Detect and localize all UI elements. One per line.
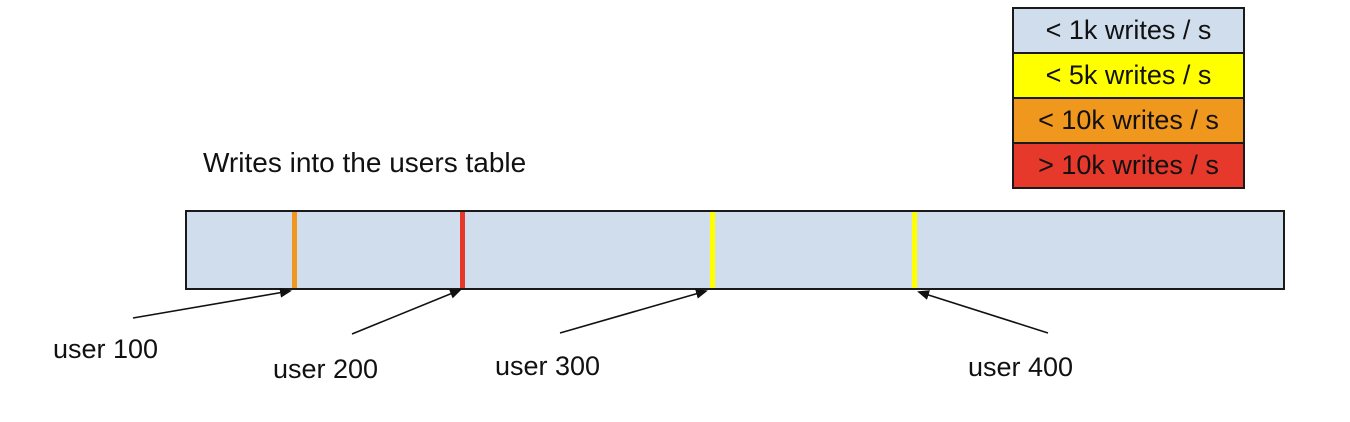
legend-item-lt-1k: < 1k writes / s (1012, 7, 1245, 54)
arrow-user-200 (351, 289, 462, 335)
diagram-title: Writes into the users table (203, 147, 527, 178)
legend-item-lt-10k: < 10k writes / s (1012, 97, 1245, 144)
legend-item-label: < 5k writes / s (1045, 60, 1212, 90)
marker-user-300 (710, 212, 715, 288)
marker-user-100 (292, 212, 297, 288)
arrow-user-100 (132, 287, 292, 319)
marker-user-400 (912, 212, 917, 288)
label-user-200: user 200 (273, 354, 379, 384)
label-user-400: user 400 (968, 352, 1074, 382)
legend-item-label: > 10k writes / s (1038, 150, 1219, 180)
arrow-user-300 (559, 288, 708, 334)
label-user-100: user 100 (53, 334, 159, 364)
legend-item-label: < 1k writes / s (1045, 15, 1212, 45)
legend-item-label: < 10k writes / s (1038, 105, 1219, 135)
users-table-bar (185, 210, 1285, 290)
marker-user-200 (460, 212, 465, 288)
legend-item-lt-5k: < 5k writes / s (1012, 52, 1245, 99)
label-user-300: user 300 (495, 351, 601, 381)
arrow-user-400 (917, 290, 1049, 334)
legend: < 1k writes / s < 5k writes / s < 10k wr… (1012, 7, 1245, 189)
legend-item-gt-10k: > 10k writes / s (1012, 142, 1245, 189)
